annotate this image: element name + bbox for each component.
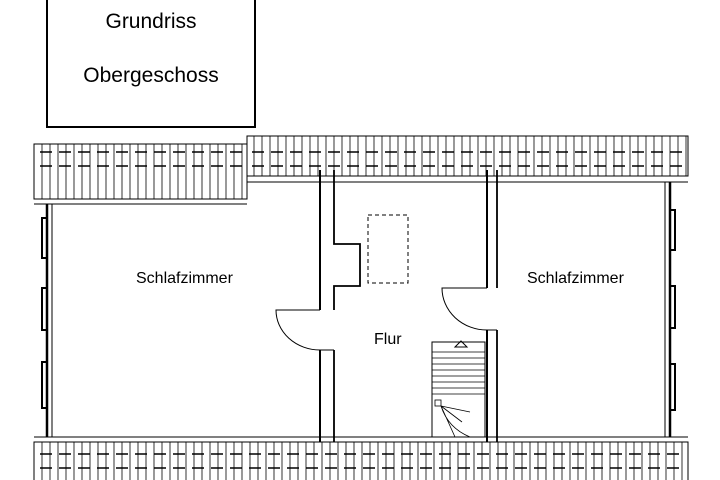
- room-label-left-bedroom: Schlafzimmer: [136, 270, 233, 287]
- plan-title-line2: Obergeschoss: [83, 64, 219, 87]
- left-outer-wall: [41, 204, 53, 437]
- room-label-hallway: Flur: [374, 331, 402, 348]
- door-right-bedroom: [441, 287, 497, 331]
- right-outer-wall: [664, 182, 676, 437]
- staircase: [431, 340, 486, 438]
- interior-wall-right: [486, 170, 498, 442]
- plan-title-box: Grundriss Obergeschoss: [46, 0, 256, 128]
- room-label-right-bedroom: Schlafzimmer: [527, 270, 624, 287]
- door-left-bedroom: [275, 309, 334, 351]
- plan-title-line1: Grundriss: [105, 10, 197, 33]
- roof-hatch-dashed: [367, 214, 409, 284]
- roof-strip-bottom: [33, 436, 689, 480]
- interior-wall-left: [319, 170, 361, 442]
- roof-strip-top-left: [33, 143, 248, 205]
- roof-strip-top-right: [246, 135, 689, 183]
